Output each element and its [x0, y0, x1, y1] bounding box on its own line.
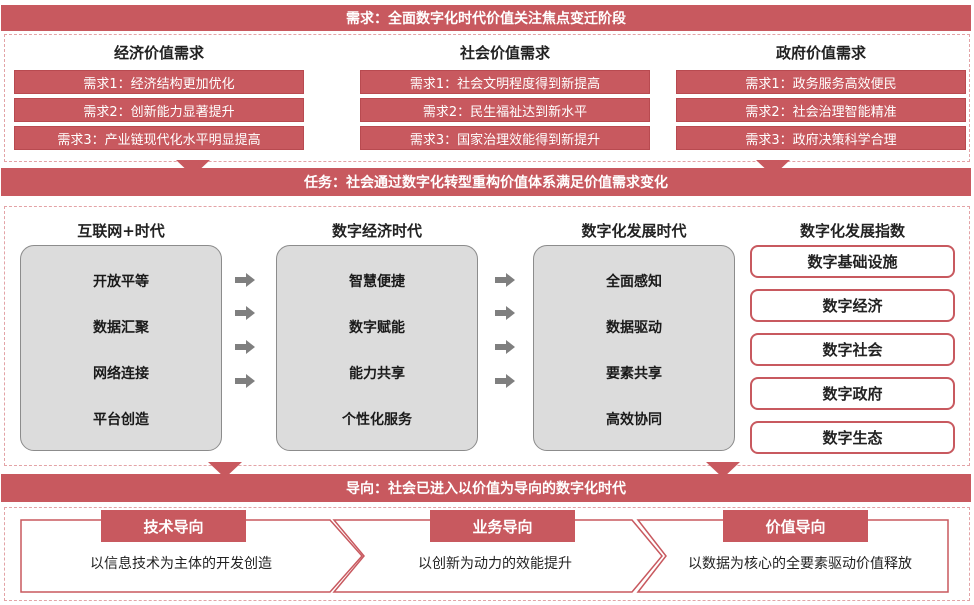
right-arrow-icon	[495, 374, 515, 388]
right-arrow-icon	[235, 340, 255, 354]
down-arrow-icon	[208, 462, 242, 478]
government-demand-2: 需求2：社会治理智能精准	[676, 98, 966, 122]
down-arrow-icon	[706, 462, 740, 478]
index-item-ecology: 数字生态	[750, 421, 955, 454]
right-arrow-icon	[235, 273, 255, 287]
right-arrow-icon	[235, 374, 255, 388]
demand-section	[4, 34, 970, 162]
era-item: 开放平等	[93, 274, 149, 290]
orientation-section	[4, 507, 970, 601]
right-arrow-icon	[495, 273, 515, 287]
social-demand-1: 需求1：社会文明程度得到新提高	[360, 70, 650, 94]
right-arrow-icon	[495, 306, 515, 320]
era-item: 智慧便捷	[349, 274, 405, 290]
social-demand-2: 需求2：民生福祉达到新水平	[360, 98, 650, 122]
index-item-infrastructure: 数字基础设施	[750, 245, 955, 278]
task-section	[4, 206, 970, 466]
era-item: 要素共享	[606, 366, 662, 382]
era-item: 平台创造	[93, 412, 149, 428]
era-item: 全面感知	[606, 274, 662, 290]
government-demand-title: 政府价值需求	[775, 44, 866, 62]
era-item: 高效协同	[606, 412, 662, 428]
era-item: 个性化服务	[342, 412, 412, 428]
era-title-digital-economy: 数字经济时代	[331, 222, 422, 240]
economic-demand-3: 需求3：产业链现代化水平明显提高	[14, 126, 304, 150]
era-box-internet-plus: 开放平等 数据汇聚 网络连接 平台创造	[20, 245, 222, 451]
right-arrow-icon	[235, 306, 255, 320]
index-item-society: 数字社会	[750, 333, 955, 366]
era-item: 数据驱动	[606, 320, 662, 336]
economic-demand-1: 需求1：经济结构更加优化	[14, 70, 304, 94]
era-item: 能力共享	[349, 366, 405, 382]
orientation-tag-technology: 技术导向	[101, 510, 246, 542]
orientation-text-technology: 以信息技术为主体的开发创造	[90, 556, 272, 572]
orientation-text-business: 以创新为动力的效能提升	[418, 556, 572, 572]
right-arrow-icon	[495, 340, 515, 354]
economic-demand-2: 需求2：创新能力显著提升	[14, 98, 304, 122]
social-demand-3: 需求3：国家治理效能得到新提升	[360, 126, 650, 150]
orientation-tag-value: 价值导向	[723, 510, 868, 542]
government-demand-1: 需求1：政务服务高效便民	[676, 70, 966, 94]
orientation-text-value: 以数据为核心的全要素驱动价值释放	[688, 556, 912, 572]
era-title-digital-development: 数字化发展时代	[581, 222, 687, 240]
era-box-digital-development: 全面感知 数据驱动 要素共享 高效协同	[533, 245, 735, 451]
era-item: 网络连接	[93, 366, 149, 382]
index-item-government: 数字政府	[750, 377, 955, 410]
government-demand-3: 需求3：政府决策科学合理	[676, 126, 966, 150]
index-item-economy: 数字经济	[750, 289, 955, 322]
era-title-internet-plus: 互联网+时代	[77, 222, 165, 240]
orientation-band: 导向：社会已进入以价值为导向的数字化时代	[1, 474, 971, 502]
demand-band: 需求：全面数字化时代价值关注焦点变迁阶段	[1, 5, 971, 31]
task-band: 任务：社会通过数字化转型重构价值体系满足价值需求变化	[1, 168, 971, 196]
era-item: 数据汇聚	[93, 320, 149, 336]
orientation-tag-business: 业务导向	[430, 510, 575, 542]
economic-demand-title: 经济价值需求	[113, 44, 204, 62]
social-demand-title: 社会价值需求	[459, 44, 550, 62]
era-box-digital-economy: 智慧便捷 数字赋能 能力共享 个性化服务	[276, 245, 478, 451]
era-item: 数字赋能	[349, 320, 405, 336]
index-title: 数字化发展指数	[799, 222, 905, 240]
